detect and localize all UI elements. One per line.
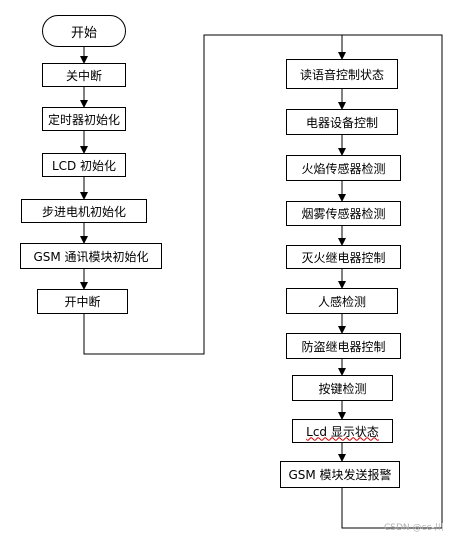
step-lcd-init: LCD 初始化 bbox=[42, 153, 126, 177]
step-label: 步进电机初始化 bbox=[41, 204, 126, 219]
step-label: Lcd 显示状态 bbox=[306, 424, 379, 439]
step-label: 关中断 bbox=[65, 68, 102, 83]
step-label: 读语音控制状态 bbox=[299, 67, 384, 82]
step-gsm-send-alarm: GSM 模块发送报警 bbox=[280, 461, 400, 488]
step-flame-sensor-check: 火焰传感器检测 bbox=[286, 155, 401, 181]
step-read-voice-control: 读语音控制状态 bbox=[286, 59, 398, 89]
step-label: 开中断 bbox=[64, 295, 101, 309]
step-label: 电器设备控制 bbox=[305, 115, 378, 130]
step-antitheft-relay-control: 防盗继电器控制 bbox=[286, 333, 401, 359]
step-timer-init: 定时器初始化 bbox=[42, 107, 126, 131]
step-enable-interrupt: 开中断 bbox=[37, 289, 128, 314]
step-stepper-motor-init: 步进电机初始化 bbox=[21, 199, 147, 223]
step-label: 烟雾传感器检测 bbox=[301, 207, 386, 221]
step-smoke-sensor-check: 烟雾传感器检测 bbox=[286, 201, 401, 226]
step-label: 灭火继电器控制 bbox=[301, 250, 386, 265]
step-label: 人感检测 bbox=[317, 294, 366, 309]
step-label: LCD 初始化 bbox=[51, 158, 117, 173]
step-human-presence-check: 人感检测 bbox=[286, 288, 398, 314]
step-gsm-module-init: GSM 通讯模块初始化 bbox=[20, 243, 162, 269]
loop-back-line bbox=[341, 34, 443, 529]
step-key-check: 按键检测 bbox=[292, 375, 393, 401]
step-disable-interrupt: 关中断 bbox=[42, 63, 126, 87]
step-label: 定时器初始化 bbox=[47, 112, 120, 127]
step-appliance-control: 电器设备控制 bbox=[286, 109, 398, 135]
step-label: GSM 模块发送报警 bbox=[288, 468, 392, 482]
start-terminal: 开始 bbox=[42, 15, 126, 47]
step-label: 防盗继电器控制 bbox=[301, 339, 386, 354]
watermark: CSDN @cc-川 bbox=[384, 523, 444, 533]
start-label: 开始 bbox=[70, 25, 97, 41]
step-label: GSM 通讯模块初始化 bbox=[33, 249, 149, 264]
step-label: 火焰传感器检测 bbox=[301, 161, 386, 176]
step-lcd-display-status: Lcd 显示状态 bbox=[292, 419, 393, 443]
connector-to-main-loop bbox=[83, 34, 346, 355]
step-fire-relay-control: 灭火继电器控制 bbox=[286, 245, 401, 269]
step-label: 按键检测 bbox=[318, 381, 367, 396]
